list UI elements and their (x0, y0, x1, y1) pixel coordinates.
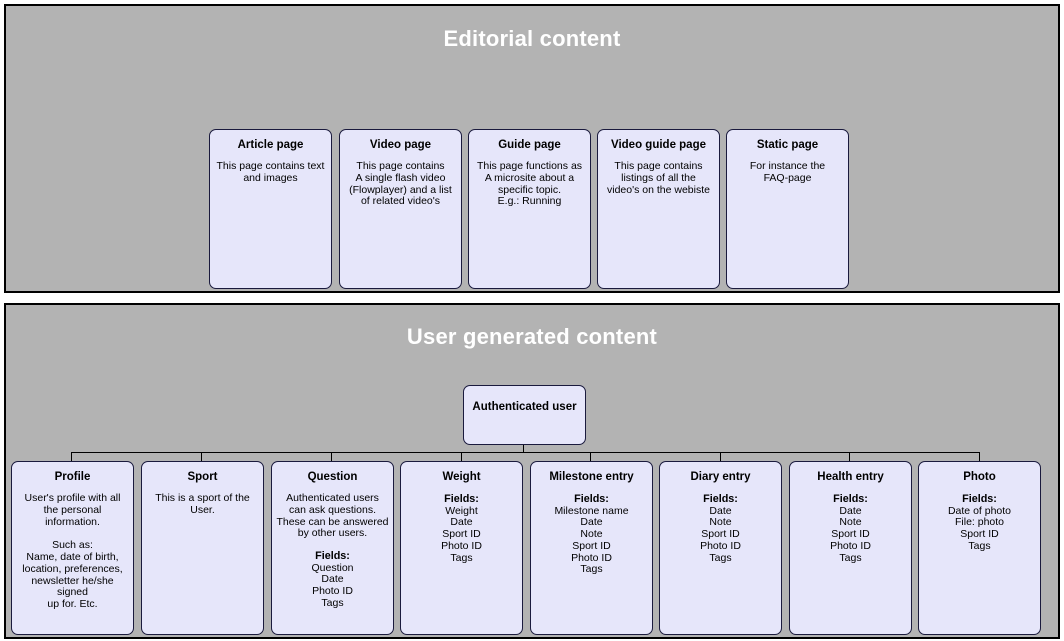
node-question-title: Question (307, 471, 358, 483)
connector-drop-health (849, 452, 851, 461)
node-static-page-title: Static page (756, 139, 819, 151)
node-diary-entry-fields-label: Fields: (703, 493, 738, 505)
node-static-page-body: For instance the FAQ-page (749, 160, 826, 184)
node-health-entry-fields: Date Note Sport ID Photo ID Tags (830, 504, 871, 564)
node-video-page-body: This page contains A single flash video … (349, 160, 452, 208)
connector-drop-diary (720, 452, 722, 461)
node-photo-fields: Date of photo File: photo Sport ID Tags (947, 504, 1012, 552)
panel-title-editorial-content: Editorial content (443, 26, 621, 51)
node-article-page-body: This page contains text and images (216, 160, 325, 184)
node-health-entry[interactable]: Health entry Fields: Date Note Sport ID … (789, 461, 912, 635)
node-weight-fields-label: Fields: (444, 493, 479, 505)
node-milestone-entry-title: Milestone entry (549, 471, 634, 483)
node-video-guide-page-body: This page contains listings of all the v… (607, 160, 710, 196)
node-authenticated-user-title: Authenticated user (472, 401, 577, 413)
node-milestone-entry[interactable]: Milestone entry Fields: Milestone name D… (530, 461, 653, 635)
node-video-guide-page-title: Video guide page (611, 139, 706, 151)
node-sport-body: This is a sport of the User. (155, 492, 250, 516)
node-guide-page-body: This page functions as A microsite about… (476, 160, 583, 208)
connector-horizontal-bus (71, 452, 980, 454)
node-weight-fields: Weight Date Sport ID Photo ID Tags (441, 504, 482, 564)
node-authenticated-user[interactable]: Authenticated user (463, 385, 586, 445)
node-diary-entry-fields: Date Note Sport ID Photo ID Tags (700, 504, 741, 564)
panel-title-user-generated-content: User generated content (406, 324, 658, 349)
node-diary-entry[interactable]: Diary entry Fields: Date Note Sport ID P… (659, 461, 782, 635)
node-profile[interactable]: Profile User's profile with all the pers… (11, 461, 134, 635)
node-health-entry-title: Health entry (817, 471, 884, 483)
node-weight[interactable]: Weight Fields: Weight Date Sport ID Phot… (400, 461, 523, 635)
node-photo-title: Photo (963, 471, 996, 483)
node-photo[interactable]: Photo Fields: Date of photo File: photo … (918, 461, 1041, 635)
node-guide-page-title: Guide page (498, 139, 561, 151)
node-question-fields: Question Date Photo ID Tags (311, 561, 354, 610)
node-sport[interactable]: Sport This is a sport of the User. (141, 461, 264, 635)
node-guide-page[interactable]: Guide page This page functions as A micr… (468, 129, 591, 289)
connector-root-stem (523, 445, 525, 453)
connector-drop-question (331, 452, 333, 461)
node-video-guide-page[interactable]: Video guide page This page contains list… (597, 129, 720, 289)
connector-drop-photo (979, 452, 981, 461)
node-health-entry-fields-label: Fields: (833, 493, 868, 505)
panel-editorial-content: Editorial content Article page This page… (4, 4, 1060, 293)
node-diary-entry-title: Diary entry (690, 471, 751, 483)
node-article-page[interactable]: Article page This page contains text and… (209, 129, 332, 289)
node-question[interactable]: Question Authenticated users can ask que… (271, 461, 394, 635)
connector-drop-weight (461, 452, 463, 461)
node-sport-title: Sport (187, 471, 218, 483)
connector-drop-milestone (590, 452, 592, 461)
node-milestone-entry-fields-label: Fields: (574, 493, 609, 505)
node-photo-fields-label: Fields: (962, 493, 997, 505)
node-question-body: Authenticated users can ask questions. T… (276, 492, 389, 540)
node-article-page-title: Article page (237, 139, 304, 151)
connector-drop-sport (201, 452, 203, 461)
node-question-fields-label: Fields: (315, 550, 350, 563)
node-video-page-title: Video page (369, 139, 432, 151)
node-milestone-entry-fields: Milestone name Date Note Sport ID Photo … (554, 504, 629, 576)
node-profile-body: User's profile with all the personal inf… (22, 492, 123, 611)
node-profile-title: Profile (54, 471, 91, 483)
node-video-page[interactable]: Video page This page contains A single f… (339, 129, 462, 289)
connector-drop-profile (71, 452, 73, 461)
node-weight-title: Weight (442, 471, 481, 483)
node-static-page[interactable]: Static page For instance the FAQ-page (726, 129, 849, 289)
